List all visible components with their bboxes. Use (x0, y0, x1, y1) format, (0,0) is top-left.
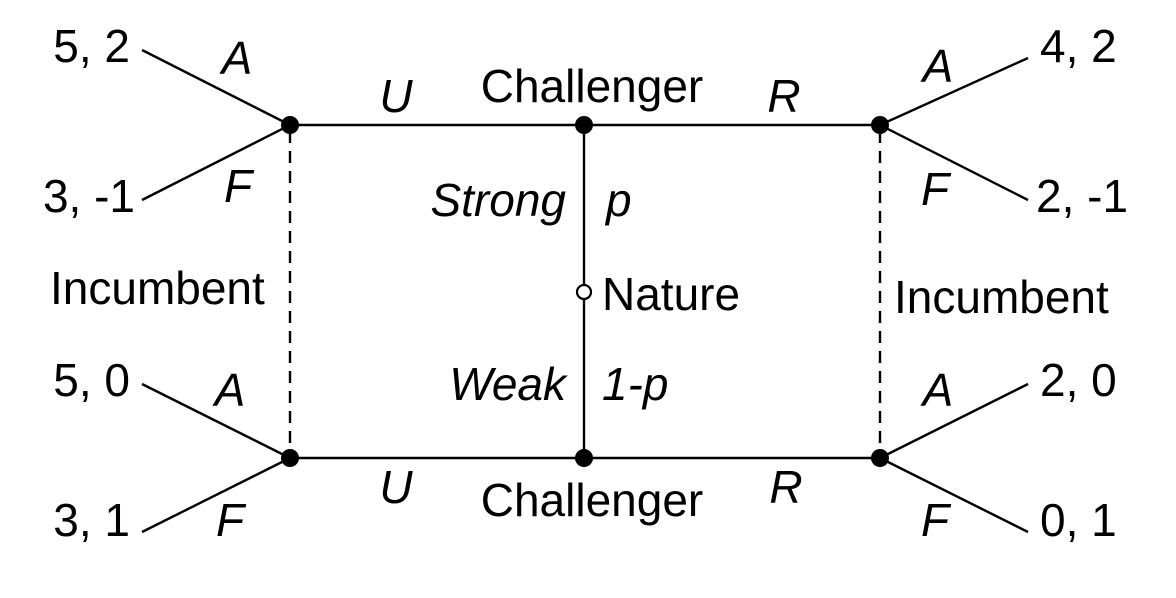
label-f-bottom-right: F (921, 494, 952, 546)
label-r-top: R (767, 70, 800, 122)
label-one-minus-p: 1-p (602, 358, 668, 410)
label-weak: Weak (449, 358, 568, 410)
payoff-top-left-f: 3, -1 (43, 170, 135, 222)
label-incumbent-left: Incumbent (50, 262, 265, 314)
node-top-left (281, 116, 299, 134)
label-challenger-top: Challenger (481, 60, 703, 112)
payoff-bottom-left-a: 5, 0 (53, 354, 130, 406)
node-nature (575, 283, 593, 301)
label-r-bottom: R (769, 461, 802, 513)
node-bottom-left (281, 449, 299, 467)
label-incumbent-right: Incumbent (894, 271, 1109, 323)
branch-bottom-left-a (141, 382, 291, 460)
branch-bottom-left-f (141, 456, 291, 534)
branch-top-left-f (141, 123, 291, 202)
label-a-bottom-left: A (212, 364, 246, 416)
label-a-bottom-right: A (920, 364, 954, 416)
node-bottom-right (871, 449, 889, 467)
payoff-bottom-right-f: 0, 1 (1040, 494, 1117, 546)
label-a-top-right: A (920, 40, 954, 92)
label-f-top-right: F (921, 163, 952, 215)
label-f-top-left: F (224, 160, 255, 212)
branch-top-right-a (879, 56, 1029, 127)
node-top-center (575, 116, 593, 134)
node-bottom-center (575, 449, 593, 467)
label-p: p (604, 174, 632, 226)
payoff-bottom-left-f: 3, 1 (53, 494, 130, 546)
payoff-top-right-f: 2, -1 (1036, 170, 1128, 222)
branch-top-left-a (141, 48, 291, 127)
node-top-right (871, 116, 889, 134)
label-u-bottom: U (379, 461, 413, 513)
branch-top-right-f (879, 123, 1029, 202)
label-u-top: U (379, 70, 413, 122)
payoff-top-left-a: 5, 2 (53, 20, 130, 72)
label-a-top-left: A (219, 32, 253, 84)
payoff-top-right-a: 4, 2 (1040, 20, 1117, 72)
label-f-bottom-left: F (216, 494, 247, 546)
branch-bottom-right-f (879, 456, 1029, 534)
label-challenger-bottom: Challenger (481, 474, 703, 526)
label-nature: Nature (602, 268, 740, 320)
branch-bottom-right-a (879, 382, 1029, 460)
payoff-bottom-right-a: 2, 0 (1040, 354, 1117, 406)
label-strong: Strong (430, 174, 566, 226)
